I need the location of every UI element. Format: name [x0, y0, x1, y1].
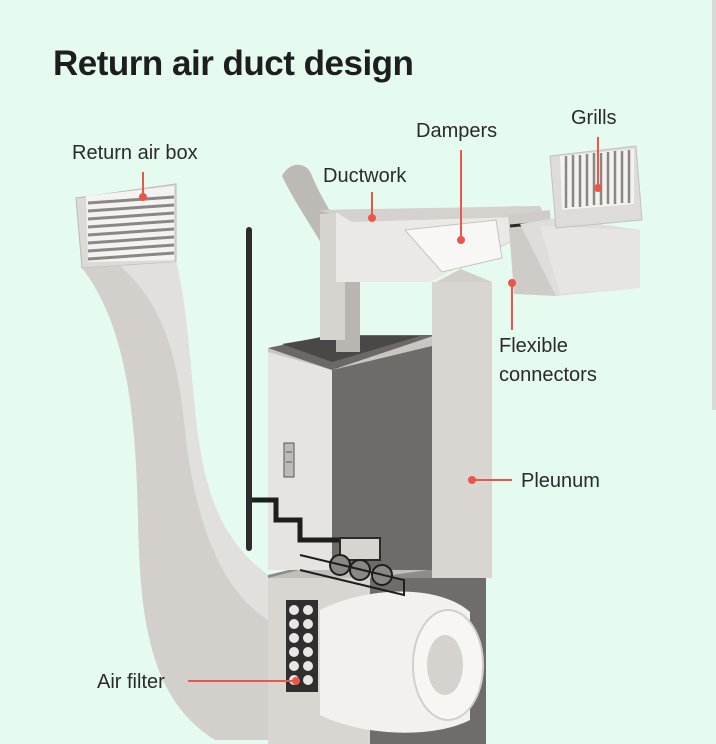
blower-fan [320, 591, 484, 733]
damper-plate [403, 219, 503, 273]
return-duct [82, 262, 268, 740]
callout-dot-dampers [457, 236, 465, 244]
callout-dot-grills [594, 184, 602, 192]
callouts [139, 137, 602, 685]
page-title: Return air duct design [53, 44, 414, 83]
callout-dot-return-air-box [139, 193, 147, 201]
flexible-connector [508, 210, 640, 296]
label-grills: Grills [571, 107, 617, 129]
label-pleunum: Pleunum [521, 470, 600, 492]
control-panel [283, 442, 295, 478]
callout-dot-flexible-connectors [508, 279, 516, 287]
label-air-filter: Air filter [97, 671, 165, 693]
label-flexible-connectors-line1: Flexible [499, 335, 568, 357]
callout-dot-pleunum [468, 476, 476, 484]
label-return-air-box: Return air box [72, 142, 198, 164]
label-dampers: Dampers [416, 120, 497, 142]
furnace-cabinet [268, 335, 436, 570]
return-air-box [75, 183, 177, 269]
scrollbar-edge [712, 0, 716, 410]
label-flexible-connectors-line2: connectors [499, 364, 597, 386]
burner-assembly [252, 497, 405, 597]
air-filter [286, 600, 318, 692]
callout-dot-ductwork [368, 214, 376, 222]
callout-dot-air-filter [292, 677, 300, 685]
label-ductwork: Ductwork [323, 165, 407, 187]
